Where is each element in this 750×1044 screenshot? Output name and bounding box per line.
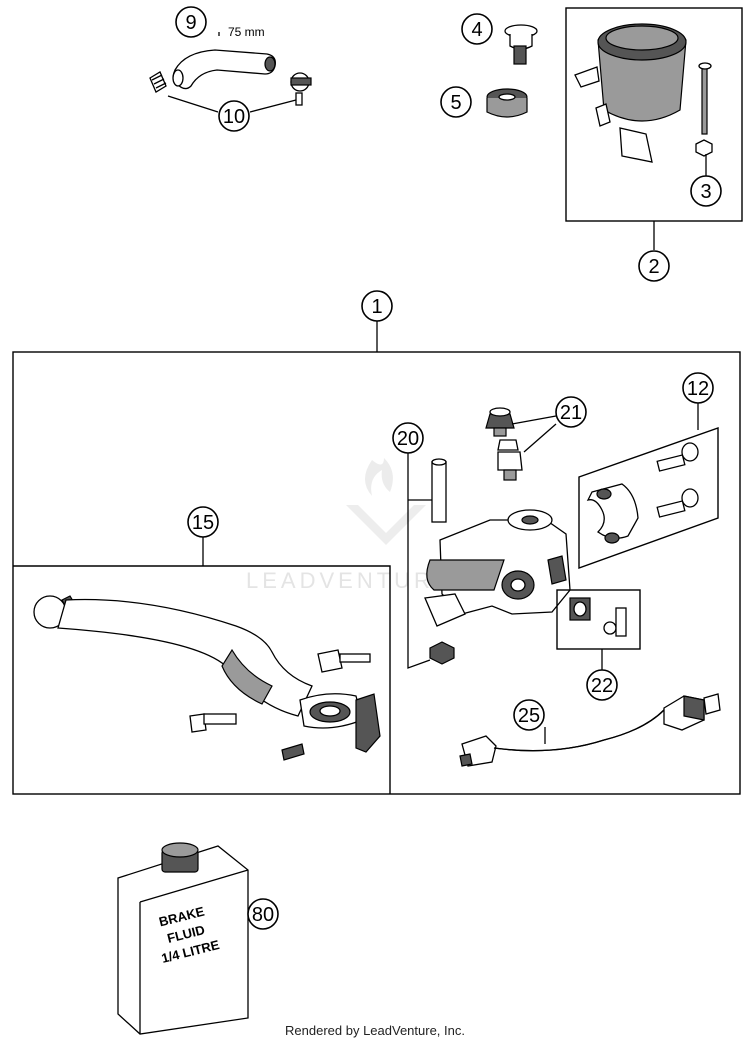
callout-12: 12 — [682, 372, 714, 404]
callout-25: 25 — [513, 699, 545, 731]
hose-length-label: 75 mm — [228, 25, 265, 39]
watermark: LEADVENTURE — [246, 458, 453, 593]
lever-box — [13, 565, 391, 794]
callout-10: 10 — [218, 100, 250, 132]
brake-fluid-bottle: BRAKE FLUID 1/4 LITRE — [117, 842, 249, 1035]
callout-5: 5 — [440, 86, 472, 118]
svg-text:15: 15 — [192, 512, 214, 534]
svg-text:80: 80 — [252, 904, 274, 926]
svg-text:20: 20 — [397, 428, 419, 450]
master-cylinder-body — [424, 458, 571, 665]
switch-part-22 — [569, 597, 627, 637]
switch-box-22 — [556, 589, 641, 650]
footer-credit: Rendered by LeadVenture, Inc. — [285, 1023, 465, 1038]
screw-part-4 — [504, 24, 538, 65]
callout-20: 20 — [392, 422, 424, 454]
clamp-box-12 — [578, 427, 719, 569]
svg-text:3: 3 — [700, 181, 711, 203]
callout-22: 22 — [586, 669, 618, 701]
callout-2: 2 — [638, 250, 670, 282]
reservoir-part — [574, 23, 713, 176]
callout-1: 1 — [361, 290, 393, 322]
grommet-part-5 — [486, 88, 528, 118]
callout-80: 80 — [247, 898, 279, 930]
svg-text:22: 22 — [591, 675, 613, 697]
svg-text:10: 10 — [223, 106, 245, 128]
svg-text:25: 25 — [518, 705, 540, 727]
callout-3: 3 — [690, 175, 722, 207]
callout-4: 4 — [461, 13, 493, 45]
svg-text:21: 21 — [560, 402, 582, 424]
bleed-screw-part-21 — [485, 407, 523, 481]
svg-text:4: 4 — [471, 19, 482, 41]
svg-text:12: 12 — [687, 378, 709, 400]
clamp-part-12 — [586, 442, 699, 544]
callout-21: 21 — [555, 396, 587, 428]
svg-text:5: 5 — [450, 92, 461, 114]
callout-15: 15 — [187, 506, 219, 538]
watermark-text: LEADVENTURE — [246, 568, 453, 593]
callout-9: 9 — [175, 6, 207, 38]
brake-switch-cable-25 — [459, 693, 721, 767]
leader-20 — [407, 453, 431, 669]
hose-assembly: 75 mm — [149, 25, 312, 113]
svg-text:9: 9 — [185, 12, 196, 34]
svg-text:1: 1 — [371, 296, 382, 318]
brake-lever — [33, 595, 381, 761]
master-cylinder-box — [12, 351, 741, 795]
svg-text:2: 2 — [648, 256, 659, 278]
